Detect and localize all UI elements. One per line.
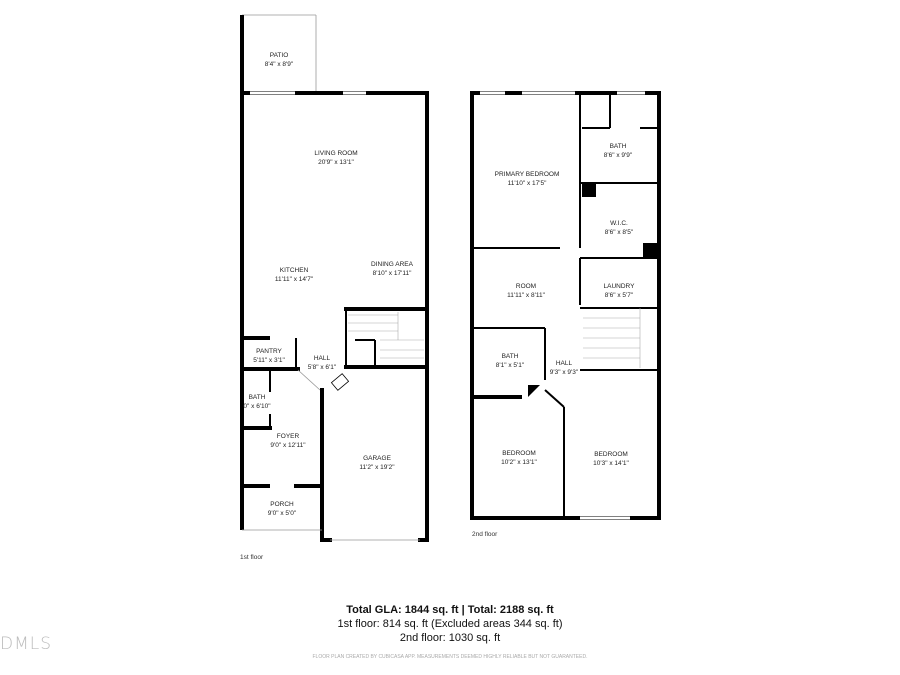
second-floor-plan xyxy=(470,91,661,520)
first-floor-area: 1st floor: 814 sq. ft (Excluded areas 34… xyxy=(337,618,563,630)
room-name: W.I.C. xyxy=(610,220,628,227)
room-name: HALL xyxy=(314,355,331,362)
room-name: BATH xyxy=(610,143,627,150)
room-name: GARAGE xyxy=(363,455,391,462)
disclaimer: FLOOR PLAN CREATED BY CUBICASA APP. MEAS… xyxy=(312,654,588,660)
room-dims: 8'1" x 5'1" xyxy=(496,362,525,369)
room-name: LIVING ROOM xyxy=(314,150,357,157)
room-name: PANTRY xyxy=(256,348,282,355)
room-dims: 11'11" x 8'11" xyxy=(507,292,546,299)
room-dims: 11'11" x 14'7" xyxy=(275,276,314,283)
room-dims: 9'3" x 9'3" xyxy=(550,369,579,376)
room-dims: 10'2" x 13'1" xyxy=(501,459,537,466)
room-dims: 8'4" x 8'9" xyxy=(265,61,294,68)
room-name: HALL xyxy=(556,360,573,367)
room-name: PATIO xyxy=(270,52,289,59)
room-name: LAUNDRY xyxy=(604,283,636,290)
room-name: BATH xyxy=(502,353,519,360)
room-dims: 5'8" x 6'1" xyxy=(308,364,337,371)
room-dims: 9'0" x 12'11" xyxy=(270,442,306,449)
room-dims: 8'6" x 8'5" xyxy=(605,229,634,236)
floor-label: 2nd floor xyxy=(472,531,498,538)
room-name: BEDROOM xyxy=(594,451,628,458)
floor-label: 1st floor xyxy=(240,554,264,561)
room-name: BEDROOM xyxy=(502,450,536,457)
total-area: Total GLA: 1844 sq. ft | Total: 2188 sq.… xyxy=(346,604,554,616)
room-dims: 11'2" x 19'2" xyxy=(359,464,395,471)
first-floor-plan xyxy=(240,14,429,542)
room-dims: 8'10" x 17'11" xyxy=(373,270,412,277)
room-name: PRIMARY BEDROOM xyxy=(495,171,560,178)
room-dims: 8'6" x 5'7" xyxy=(605,292,634,299)
room-name: DINING AREA xyxy=(371,261,414,268)
room-dims: 20'9" x 13'1" xyxy=(318,159,354,166)
room-name: ROOM xyxy=(516,283,536,290)
room-name: KITCHEN xyxy=(280,267,309,274)
room-dims: 10'3" x 14'1" xyxy=(593,460,629,467)
second-floor-area: 2nd floor: 1030 sq. ft xyxy=(399,632,501,644)
room-name: FOYER xyxy=(277,433,300,440)
room-dims: 11'10" x 17'5" xyxy=(508,180,547,187)
room-dims: 9'0" x 5'0" xyxy=(268,510,297,517)
room-dims: 5'11" x 3'1" xyxy=(253,357,285,364)
room-dims: 8'6" x 9'9" xyxy=(604,152,633,159)
room-dims: 0" x 6'10" xyxy=(243,403,271,410)
room-name: BATH xyxy=(249,394,266,401)
watermark-logo: DMLS xyxy=(0,634,53,654)
room-name: PORCH xyxy=(270,501,294,508)
